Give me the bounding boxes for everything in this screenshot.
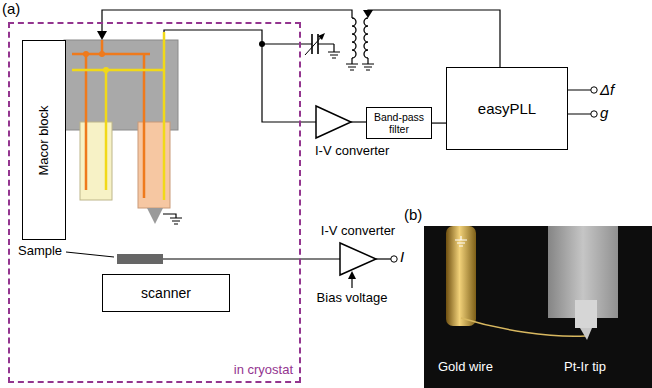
amplifier-outline <box>316 106 351 138</box>
output-terminal <box>591 87 597 93</box>
signal-name: g <box>600 104 608 121</box>
ground-symbol <box>163 214 182 224</box>
wire-dot <box>83 51 89 57</box>
tip-mount <box>575 300 597 328</box>
node-text: Macor block <box>37 105 52 175</box>
amplifier-triangle: I-V converter <box>340 243 376 275</box>
arrowhead <box>97 31 107 40</box>
panel-letter: (b) <box>404 206 422 223</box>
orange-wire <box>72 40 150 198</box>
cryostat-region: in cryostat Macor block scanner <box>8 22 301 383</box>
transformer-coil <box>352 18 356 58</box>
photo-background <box>424 226 652 388</box>
node-text: in cryostat <box>234 363 293 378</box>
wire-dot <box>103 67 109 73</box>
leader-line <box>66 252 114 257</box>
signal-name: I <box>400 248 404 265</box>
output-terminal <box>391 256 397 262</box>
drive-wire <box>102 10 352 32</box>
node-text: easyPLL <box>478 100 536 117</box>
output-terminal <box>591 111 597 117</box>
sample <box>117 254 163 264</box>
macor-block: Macor block <box>22 40 66 240</box>
gold-tube <box>446 226 476 326</box>
panel-letter: (a) <box>2 0 20 17</box>
node-text: Band-pass filter <box>372 111 426 135</box>
amplifier-symbol <box>316 106 351 138</box>
amplifier-outline <box>340 243 376 275</box>
ground-symbol <box>328 44 340 58</box>
scanner-box: scanner <box>102 274 230 312</box>
amplifier-triangle: I-V converter <box>316 106 351 138</box>
ground-symbol <box>362 58 374 70</box>
transformer-coil <box>364 18 368 58</box>
capacitor-wire <box>262 43 334 44</box>
photo-label: Pt-Ir tip <box>564 360 606 375</box>
gold-wire <box>461 318 586 336</box>
signal-connector <box>351 121 366 122</box>
node-text: scanner <box>141 285 191 301</box>
signal-label: Bias voltage <box>317 291 388 306</box>
pll-box: easyPLL <box>446 67 568 150</box>
node-text: I-V converter <box>314 144 390 159</box>
current-wire <box>163 258 340 259</box>
amplifier-symbol <box>340 243 376 275</box>
node-text: I-V converter <box>320 224 396 239</box>
part-label: Sample <box>18 244 62 259</box>
wire-dot <box>99 51 105 57</box>
arrowhead <box>363 10 373 18</box>
signal-name: Δf <box>600 81 614 98</box>
output-wire <box>568 90 591 114</box>
pt-ir-tip <box>580 328 592 340</box>
filter-box: Band-pass filter <box>366 107 432 139</box>
output-wire <box>376 258 391 259</box>
yellow-wire <box>72 32 164 200</box>
capacitor-arrowhead <box>318 33 325 40</box>
signal-connector <box>432 122 446 123</box>
tip <box>147 208 163 224</box>
ground-symbol <box>455 236 467 246</box>
drive-wire <box>368 10 500 67</box>
ground-symbol <box>346 58 358 70</box>
arrowhead <box>348 271 356 279</box>
photo-label: Gold wire <box>438 360 493 375</box>
bias-wire <box>351 279 352 288</box>
